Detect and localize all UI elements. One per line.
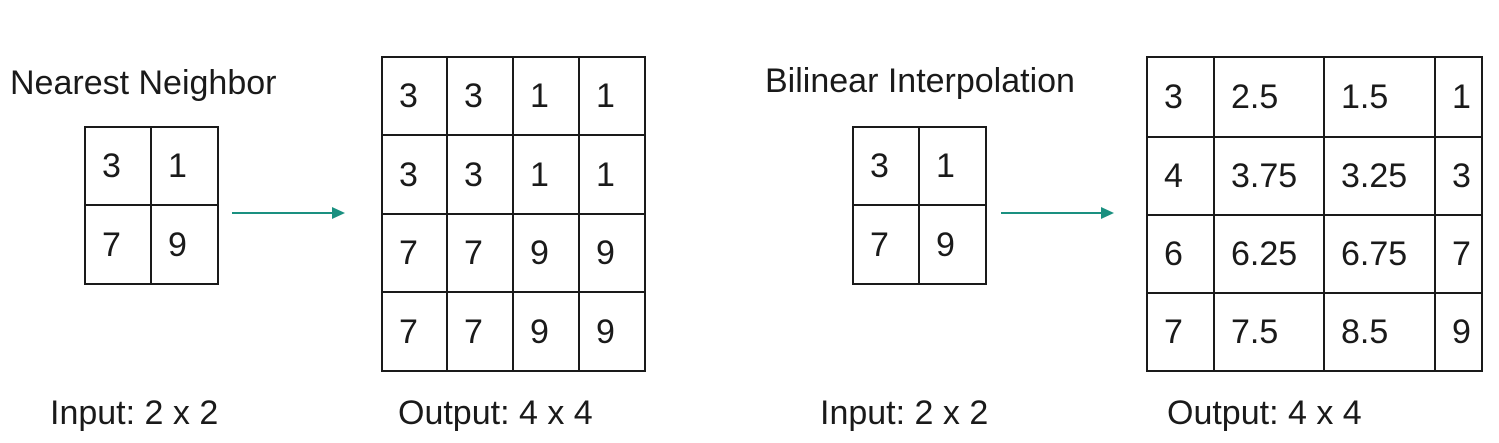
bilinear-input-caption: Input: 2 x 2 <box>820 394 989 432</box>
bilinear-output-caption: Output: 4 x 4 <box>1167 394 1362 432</box>
grid-cell: 9 <box>512 213 580 293</box>
nearest-title: Nearest Neighbor <box>10 64 277 102</box>
grid-cell: 8.5 <box>1323 292 1436 372</box>
grid-cell: 3 <box>381 134 448 215</box>
grid-cell: 1 <box>512 134 580 215</box>
nearest-output-grid: 3 3 1 1 3 3 1 1 7 7 9 9 7 7 9 9 <box>381 56 646 372</box>
grid-cell: 9 <box>578 291 646 372</box>
grid-cell: 3 <box>446 134 514 215</box>
grid-cell: 7 <box>84 204 152 285</box>
grid-cell: 7 <box>852 204 920 285</box>
nearest-input-caption: Input: 2 x 2 <box>50 394 219 432</box>
grid-cell: 7 <box>381 291 448 372</box>
grid-cell: 9 <box>512 291 580 372</box>
bilinear-output-grid: 3 2.5 1.5 1 4 3.75 3.25 3 6 6.25 6.75 7 … <box>1146 56 1483 372</box>
grid-cell: 3 <box>1146 56 1215 138</box>
grid-cell: 3 <box>381 56 448 136</box>
grid-cell: 9 <box>918 204 987 285</box>
grid-cell: 1 <box>150 126 219 206</box>
grid-cell: 6.25 <box>1213 214 1325 294</box>
grid-cell: 3.25 <box>1323 136 1436 216</box>
grid-cell: 7 <box>381 213 448 293</box>
grid-cell: 9 <box>150 204 219 285</box>
grid-cell: 6.75 <box>1323 214 1436 294</box>
bilinear-input-grid: 3 1 7 9 <box>852 126 987 285</box>
grid-cell: 3 <box>852 126 920 206</box>
nearest-input-grid: 3 1 7 9 <box>84 126 219 285</box>
grid-cell: 7.5 <box>1213 292 1325 372</box>
nearest-arrow-icon <box>232 207 345 219</box>
grid-cell: 9 <box>1434 292 1483 372</box>
grid-cell: 1 <box>918 126 987 206</box>
grid-cell: 3.75 <box>1213 136 1325 216</box>
grid-cell: 2.5 <box>1213 56 1325 138</box>
nearest-output-caption: Output: 4 x 4 <box>398 394 593 432</box>
grid-cell: 3 <box>446 56 514 136</box>
grid-cell: 1 <box>512 56 580 136</box>
grid-cell: 7 <box>446 213 514 293</box>
grid-cell: 3 <box>1434 136 1483 216</box>
grid-cell: 7 <box>1146 292 1215 372</box>
grid-cell: 1.5 <box>1323 56 1436 138</box>
grid-cell: 4 <box>1146 136 1215 216</box>
grid-cell: 7 <box>446 291 514 372</box>
grid-cell: 9 <box>578 213 646 293</box>
bilinear-arrow-icon <box>1001 207 1114 219</box>
grid-cell: 7 <box>1434 214 1483 294</box>
grid-cell: 6 <box>1146 214 1215 294</box>
grid-cell: 1 <box>578 134 646 215</box>
grid-cell: 1 <box>1434 56 1483 138</box>
grid-cell: 1 <box>578 56 646 136</box>
grid-cell: 3 <box>84 126 152 206</box>
bilinear-title: Bilinear Interpolation <box>765 62 1075 100</box>
